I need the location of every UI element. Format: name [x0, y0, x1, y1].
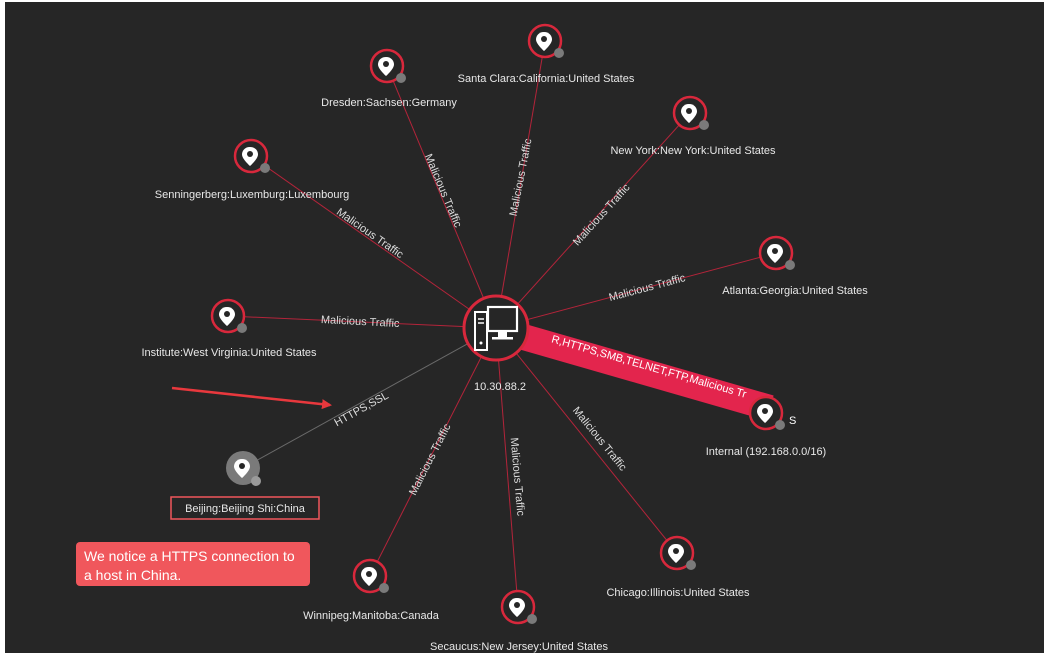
node-senningerberg[interactable] [233, 138, 270, 174]
edge-santa-clara [495, 40, 546, 329]
node-label-winnipeg: Winnipeg:Manitoba:Canada [303, 610, 440, 622]
edge-atlanta [495, 252, 777, 329]
node-chicago[interactable] [659, 535, 696, 571]
edge-label-institute: Malicious Traffic [321, 314, 401, 330]
node-atlanta[interactable] [758, 235, 795, 271]
center-node-label: 10.30.88.2 [474, 381, 526, 393]
node-internal[interactable] [748, 395, 785, 431]
annotation-callout: We notice a HTTPS connection to a host i… [76, 542, 310, 586]
edge-institute [227, 315, 497, 329]
node-label-senningerberg: Senningerberg:Luxemburg:Luxembourg [155, 189, 349, 201]
edge-label-internal-tail: S [789, 415, 796, 427]
edge-senningerberg [250, 155, 497, 329]
edge-winnipeg [369, 327, 497, 577]
edge-dresden [386, 65, 497, 329]
edge-beijing [242, 327, 497, 469]
node-label-institute: Institute:West Virginia:United States [141, 347, 317, 359]
node-new-york[interactable] [672, 95, 709, 131]
edge-label-internal: R,HTTPS,SMB,TELNET,FTP,Malicious Tr [550, 333, 748, 400]
location-nodes: Santa Clara:California:United States Dre… [141, 23, 868, 653]
node-label-chicago: Chicago:Illinois:United States [606, 587, 750, 599]
edge-label-senningerberg: Malicious Traffic [334, 206, 406, 261]
center-node[interactable] [462, 294, 530, 362]
edge-label-new-york: Malicious Traffic [571, 181, 633, 248]
edge-label-chicago: Malicious Traffic [570, 405, 629, 474]
node-label-internal: Internal (192.168.0.0/16) [706, 446, 826, 458]
edges [227, 40, 777, 608]
node-institute[interactable] [210, 298, 247, 334]
edge-label-santa-clara: Malicious Traffic [508, 137, 535, 217]
node-secaucus[interactable] [500, 589, 537, 625]
node-dresden[interactable] [369, 48, 406, 84]
node-winnipeg[interactable] [352, 558, 389, 594]
edge-new-york [495, 112, 691, 329]
edge-label-atlanta: Malicious Traffic [608, 272, 688, 304]
edge-label-dresden: Malicious Traffic [422, 152, 464, 230]
annotation-arrow [171, 386, 332, 410]
computer-icon [474, 305, 519, 351]
node-label-beijing: Beijing:Beijing Shi:China [185, 503, 306, 515]
node-label-atlanta: Atlanta:Georgia:United States [722, 285, 868, 297]
node-label-santa-clara: Santa Clara:California:United States [458, 73, 635, 85]
node-label-dresden: Dresden:Sachsen:Germany [321, 97, 457, 109]
node-santa-clara[interactable] [527, 23, 564, 59]
node-label-secaucus: Secaucus:New Jersey:United States [430, 641, 608, 653]
edge-chicago [495, 327, 678, 554]
node-beijing[interactable] [226, 451, 261, 486]
edge-label-winnipeg: Malicious Traffic [407, 421, 454, 497]
beijing-highlight-box [170, 496, 320, 520]
edge-label-beijing: HTTPS,SSL [332, 390, 390, 430]
edge-secaucus [495, 327, 519, 608]
node-label-new-york: New York:New York:United States [610, 145, 776, 157]
